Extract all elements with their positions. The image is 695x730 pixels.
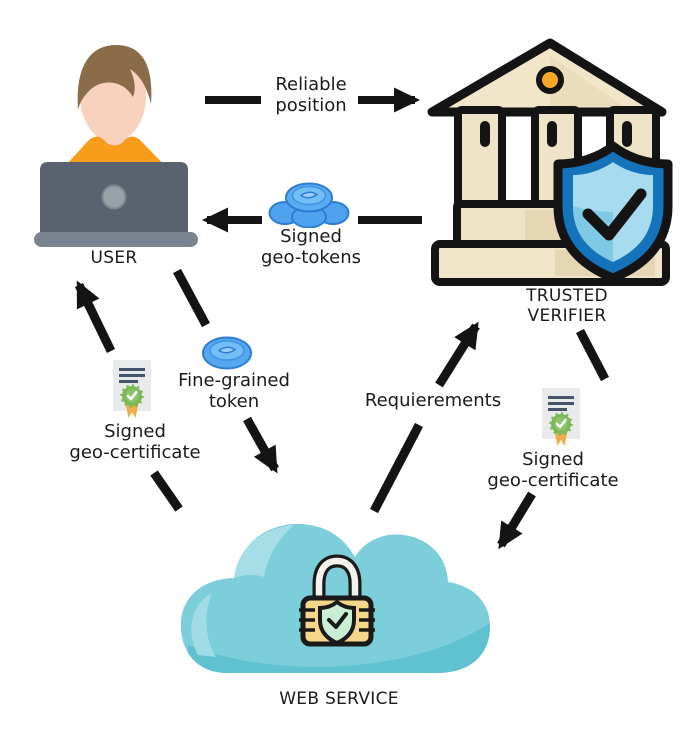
person-hair (77, 45, 152, 110)
arrow-fine-grained-token-head (243, 416, 279, 474)
laptop-base (34, 232, 198, 247)
person-laptop-icon (34, 45, 198, 247)
bank-shield-icon (427, 38, 673, 286)
certificate-icon (542, 388, 580, 446)
cloud-shadow (188, 623, 490, 673)
padlock-shackle (315, 557, 359, 602)
fine-grained-token-label: Fine-grained token (178, 370, 290, 412)
padlock-check-icon (327, 612, 348, 629)
user-label: USER (90, 248, 138, 268)
signed-geo-certificate-left-label: Signed geo-certificate (69, 421, 201, 463)
arrow-cert-left-head (74, 280, 116, 353)
web-service-label: WEB SERVICE (279, 689, 399, 709)
arrow-requierements-tail (370, 422, 423, 514)
verifier-shield-shade (573, 206, 613, 262)
bank-pediment-dot (536, 66, 564, 94)
arrow-fine-grained-token-tail (173, 268, 210, 328)
reliable-position-label: Reliable position (275, 74, 347, 116)
coin-stack-icon (268, 182, 350, 228)
cloud-highlight (232, 525, 294, 579)
requierements-label: Requierements (364, 390, 502, 411)
arrow-cert-left-tail (150, 470, 183, 512)
coin-icon (202, 336, 252, 370)
padlock-ticks (299, 608, 375, 632)
cloud-padlock-icon (180, 523, 490, 673)
certificate-icon (113, 360, 151, 418)
arrow-cert-right-tail (576, 328, 609, 382)
signed-geo-certificate-right-label: Signed geo-certificate (487, 449, 619, 491)
verifier-check-icon (582, 188, 647, 241)
cloud-highlight-left (191, 593, 216, 657)
signed-geo-tokens-label: Signed geo-tokens (260, 226, 362, 268)
arrow-cert-right-head (497, 491, 536, 550)
trusted-verifier-label: TRUSTED VERIFIER (526, 286, 608, 326)
bank-roof-shade (550, 56, 623, 106)
arrow-requierements-head (435, 321, 480, 388)
laptop-logo (101, 184, 127, 210)
